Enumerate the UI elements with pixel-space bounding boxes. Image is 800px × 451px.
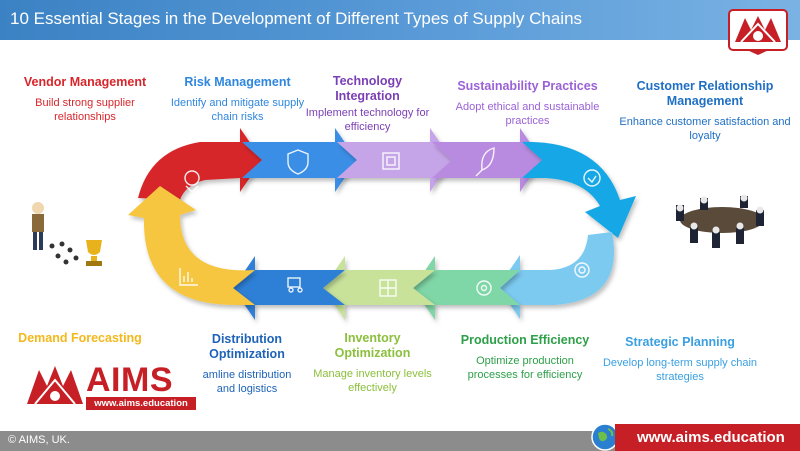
chip-icon <box>382 152 400 170</box>
chart-icon <box>179 268 198 286</box>
aims-crest-logo <box>27 366 83 405</box>
boxes-icon <box>379 279 397 297</box>
meeting-table-illustration <box>676 194 764 248</box>
shield-icon <box>287 149 309 175</box>
arrow-risk-management <box>242 128 357 192</box>
aims-logo-url: www.aims.education <box>86 397 196 410</box>
copyright-icon: © <box>8 434 17 446</box>
arrow-vendor-management <box>138 128 262 200</box>
aims-wordmark: AIMS <box>86 361 173 399</box>
aims-crest-logo-top <box>728 9 788 55</box>
gear-icon <box>476 280 492 296</box>
arrow-production-efficiency <box>413 256 520 320</box>
arrow-strategic-planning <box>498 232 615 319</box>
stage-vendor-management: Vendor Management Build strong supplier … <box>23 75 147 123</box>
copyright-text: © AIMS, UK. <box>8 434 70 446</box>
stage-inventory-optimization: Inventory Optimization Manage inventory … <box>313 331 432 394</box>
arrow-sustainability-practices <box>432 128 542 192</box>
target-icon <box>574 262 590 278</box>
arrow-inventory-optimization <box>323 256 435 320</box>
footer-website-link[interactable]: www.aims.education <box>615 424 800 451</box>
leaf-icon <box>475 147 495 177</box>
stage-technology-integration: Technology Integration Implement technol… <box>305 74 430 133</box>
stage-customer-relationship-management: Customer Relationship Management Enhance… <box>619 79 791 142</box>
arrow-distribution-optimization <box>233 256 345 320</box>
stage-production-efficiency: Production Efficiency Optimize productio… <box>460 333 590 381</box>
stage-demand-forecasting: Demand Forecasting <box>18 331 142 345</box>
person-trophy-illustration <box>32 202 102 266</box>
stage-sustainability-practices: Sustainability Practices Adopt ethical a… <box>455 79 600 127</box>
truck-icon <box>287 277 303 293</box>
stage-strategic-planning: Strategic Planning Develop long-term sup… <box>602 335 758 383</box>
stage-distribution-optimization: Distribution Optimization amline distrib… <box>202 332 292 395</box>
heart-hand-icon <box>583 169 601 187</box>
handshake-icon <box>184 170 200 193</box>
header-bar: 10 Essential Stages in the Development o… <box>0 0 800 40</box>
page-title: 10 Essential Stages in the Development o… <box>10 9 583 28</box>
stage-risk-management: Risk Management Identify and mitigate su… <box>170 75 305 123</box>
arrow-customer-relationship <box>522 141 636 238</box>
arrow-demand-forecasting <box>128 186 255 305</box>
